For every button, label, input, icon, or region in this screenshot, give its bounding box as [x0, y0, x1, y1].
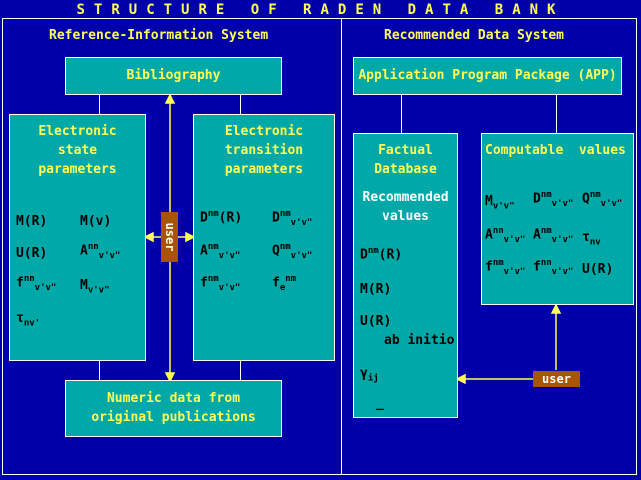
user-tag-right: user [533, 371, 580, 387]
symbol-comp-a-nm: Anmv'v" [533, 226, 574, 245]
symbol-factual-u-r: U(R) [360, 314, 392, 329]
factual-database-box: Factual Database Recommended values Dnm(… [353, 133, 458, 418]
symbol-d-nm-vv: Dnmv'v" [272, 209, 313, 228]
electronic-transition-line3: parameters [224, 162, 304, 177]
symbol-a-nm: Anmv'v" [200, 242, 241, 261]
symbol-comp-d: Dnmv'v" [533, 190, 574, 209]
numeric-data-box: Numeric data from original publications [65, 380, 282, 437]
bibliography-label: Bibliography [126, 68, 221, 83]
user-label-left: user [162, 222, 177, 252]
electronic-state-line2: state [57, 143, 98, 158]
electronic-transition-line2: transition [224, 143, 304, 158]
symbol-f-nm: fnmv'v" [200, 274, 241, 293]
biblio-to-state-line [99, 95, 100, 114]
reference-information-heading: Reference-Information System [49, 28, 269, 43]
computable-label: Computable values [485, 143, 626, 158]
symbol-comp-q: Qnmv'v" [582, 190, 623, 209]
symbol-gamma-ij: γij [360, 366, 379, 384]
symbol-m-v: M(v) [80, 214, 112, 229]
symbol-m-vv: Mv'v" [80, 278, 110, 296]
symbol-a-nn: Annv'v" [80, 242, 121, 261]
transition-to-numeric-line [240, 361, 241, 380]
app-to-computable-line [556, 95, 557, 133]
factual-line2: Database [374, 162, 437, 177]
symbol-comp-f-nm: fnmv'v" [485, 258, 526, 277]
factual-line1: Factual [378, 143, 433, 158]
outer-frame [2, 18, 637, 475]
symbol-comp-u-r: U(R) [582, 262, 614, 277]
recommended-line2: values [382, 209, 429, 224]
state-to-numeric-line [99, 361, 100, 380]
recommended-data-heading: Recommended Data System [384, 28, 565, 43]
symbol-factual-d-nm: Dnm(R) [360, 246, 403, 263]
app-label: Application Program Package (APP) [358, 68, 617, 83]
diagram-title: STRUCTURE OF RADEN DATA BANK [76, 2, 565, 18]
symbol-comp-f-nn: fnnv'v" [533, 258, 574, 277]
electronic-state-line1: Electronic [38, 124, 117, 139]
app-box: Application Program Package (APP) [353, 57, 622, 95]
symbol-factual-m-r: M(R) [360, 282, 392, 297]
section-divider [341, 18, 342, 475]
bibliography-box: Bibliography [65, 57, 282, 95]
numeric-data-line2: original publications [91, 410, 256, 425]
numeric-data-line1: Numeric data from [106, 391, 241, 406]
app-to-factual-line [401, 95, 402, 133]
computable-values-box: Computable values Mv'v" Dnmv'v" Qnmv'v" … [481, 133, 634, 305]
symbol-comp-m: Mv'v" [485, 194, 515, 212]
electronic-transition-box: Electronic transition parameters Dnm(R) … [193, 114, 335, 361]
biblio-to-transition-line [240, 95, 241, 114]
ellipsis-mark: _ [376, 396, 384, 411]
ab-initio-label: ab initio [384, 333, 455, 348]
symbol-q-nm: Qnmv'v" [272, 242, 313, 261]
symbol-comp-a-nn: Annv'v" [485, 226, 526, 245]
symbol-comp-tau: τnv [582, 230, 601, 248]
electronic-state-box: Electronic state parameters M(R) M(v) U(… [9, 114, 146, 361]
symbol-tau-nv: τnv' [16, 311, 41, 329]
recommended-line1: Recommended [362, 190, 449, 205]
user-label-right: user [542, 372, 571, 386]
symbol-m-r: M(R) [16, 214, 48, 229]
symbol-fe-nm: fenm [272, 274, 297, 293]
symbol-f-nn: fnnv'v" [16, 274, 57, 293]
electronic-state-line3: parameters [38, 162, 117, 177]
electronic-transition-line1: Electronic [224, 124, 304, 139]
user-tag-left: user [161, 212, 178, 262]
symbol-u-r: U(R) [16, 246, 48, 261]
symbol-d-nm-r: Dnm(R) [200, 209, 243, 226]
